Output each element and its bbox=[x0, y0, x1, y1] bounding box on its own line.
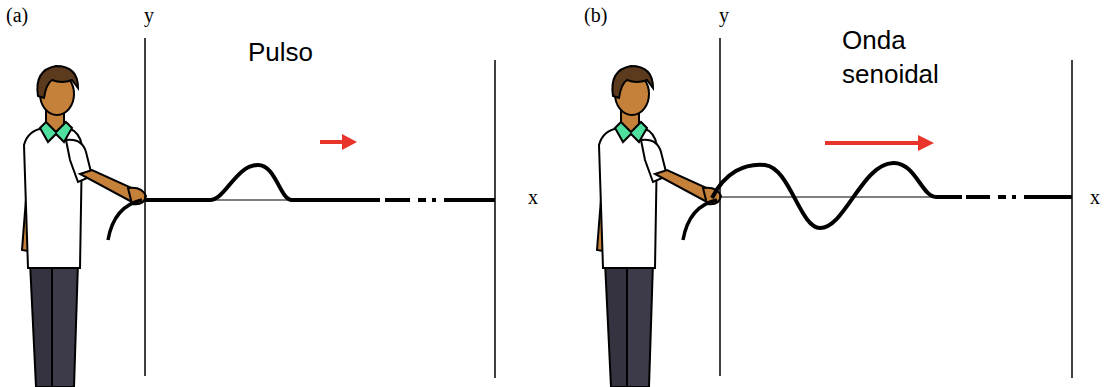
rope-tail bbox=[683, 200, 717, 240]
person-figure bbox=[597, 66, 721, 387]
wall-line bbox=[1071, 60, 1073, 378]
y-axis bbox=[719, 38, 721, 376]
rope-continuation bbox=[385, 198, 495, 202]
direction-arrow bbox=[825, 135, 934, 151]
axis-name: y bbox=[144, 4, 154, 27]
x-axis bbox=[720, 196, 940, 197]
person-figure bbox=[22, 66, 146, 387]
wave-label: Onda senoidal bbox=[842, 24, 954, 92]
x-axis bbox=[210, 199, 292, 200]
direction-arrow bbox=[320, 134, 357, 150]
axis-name: x bbox=[528, 186, 538, 209]
panel-letter: (a) bbox=[6, 4, 28, 27]
rope-sine-wave bbox=[712, 163, 962, 228]
rope-pulse bbox=[145, 165, 380, 200]
axis-name: x bbox=[1090, 186, 1100, 209]
wave-label: Pulso bbox=[248, 38, 313, 68]
rope-continuation bbox=[966, 195, 1072, 199]
rope-tail bbox=[108, 200, 142, 240]
wall-line bbox=[494, 60, 496, 378]
y-axis bbox=[144, 38, 146, 376]
panel-letter: (b) bbox=[584, 4, 607, 27]
axis-name: y bbox=[719, 4, 729, 27]
